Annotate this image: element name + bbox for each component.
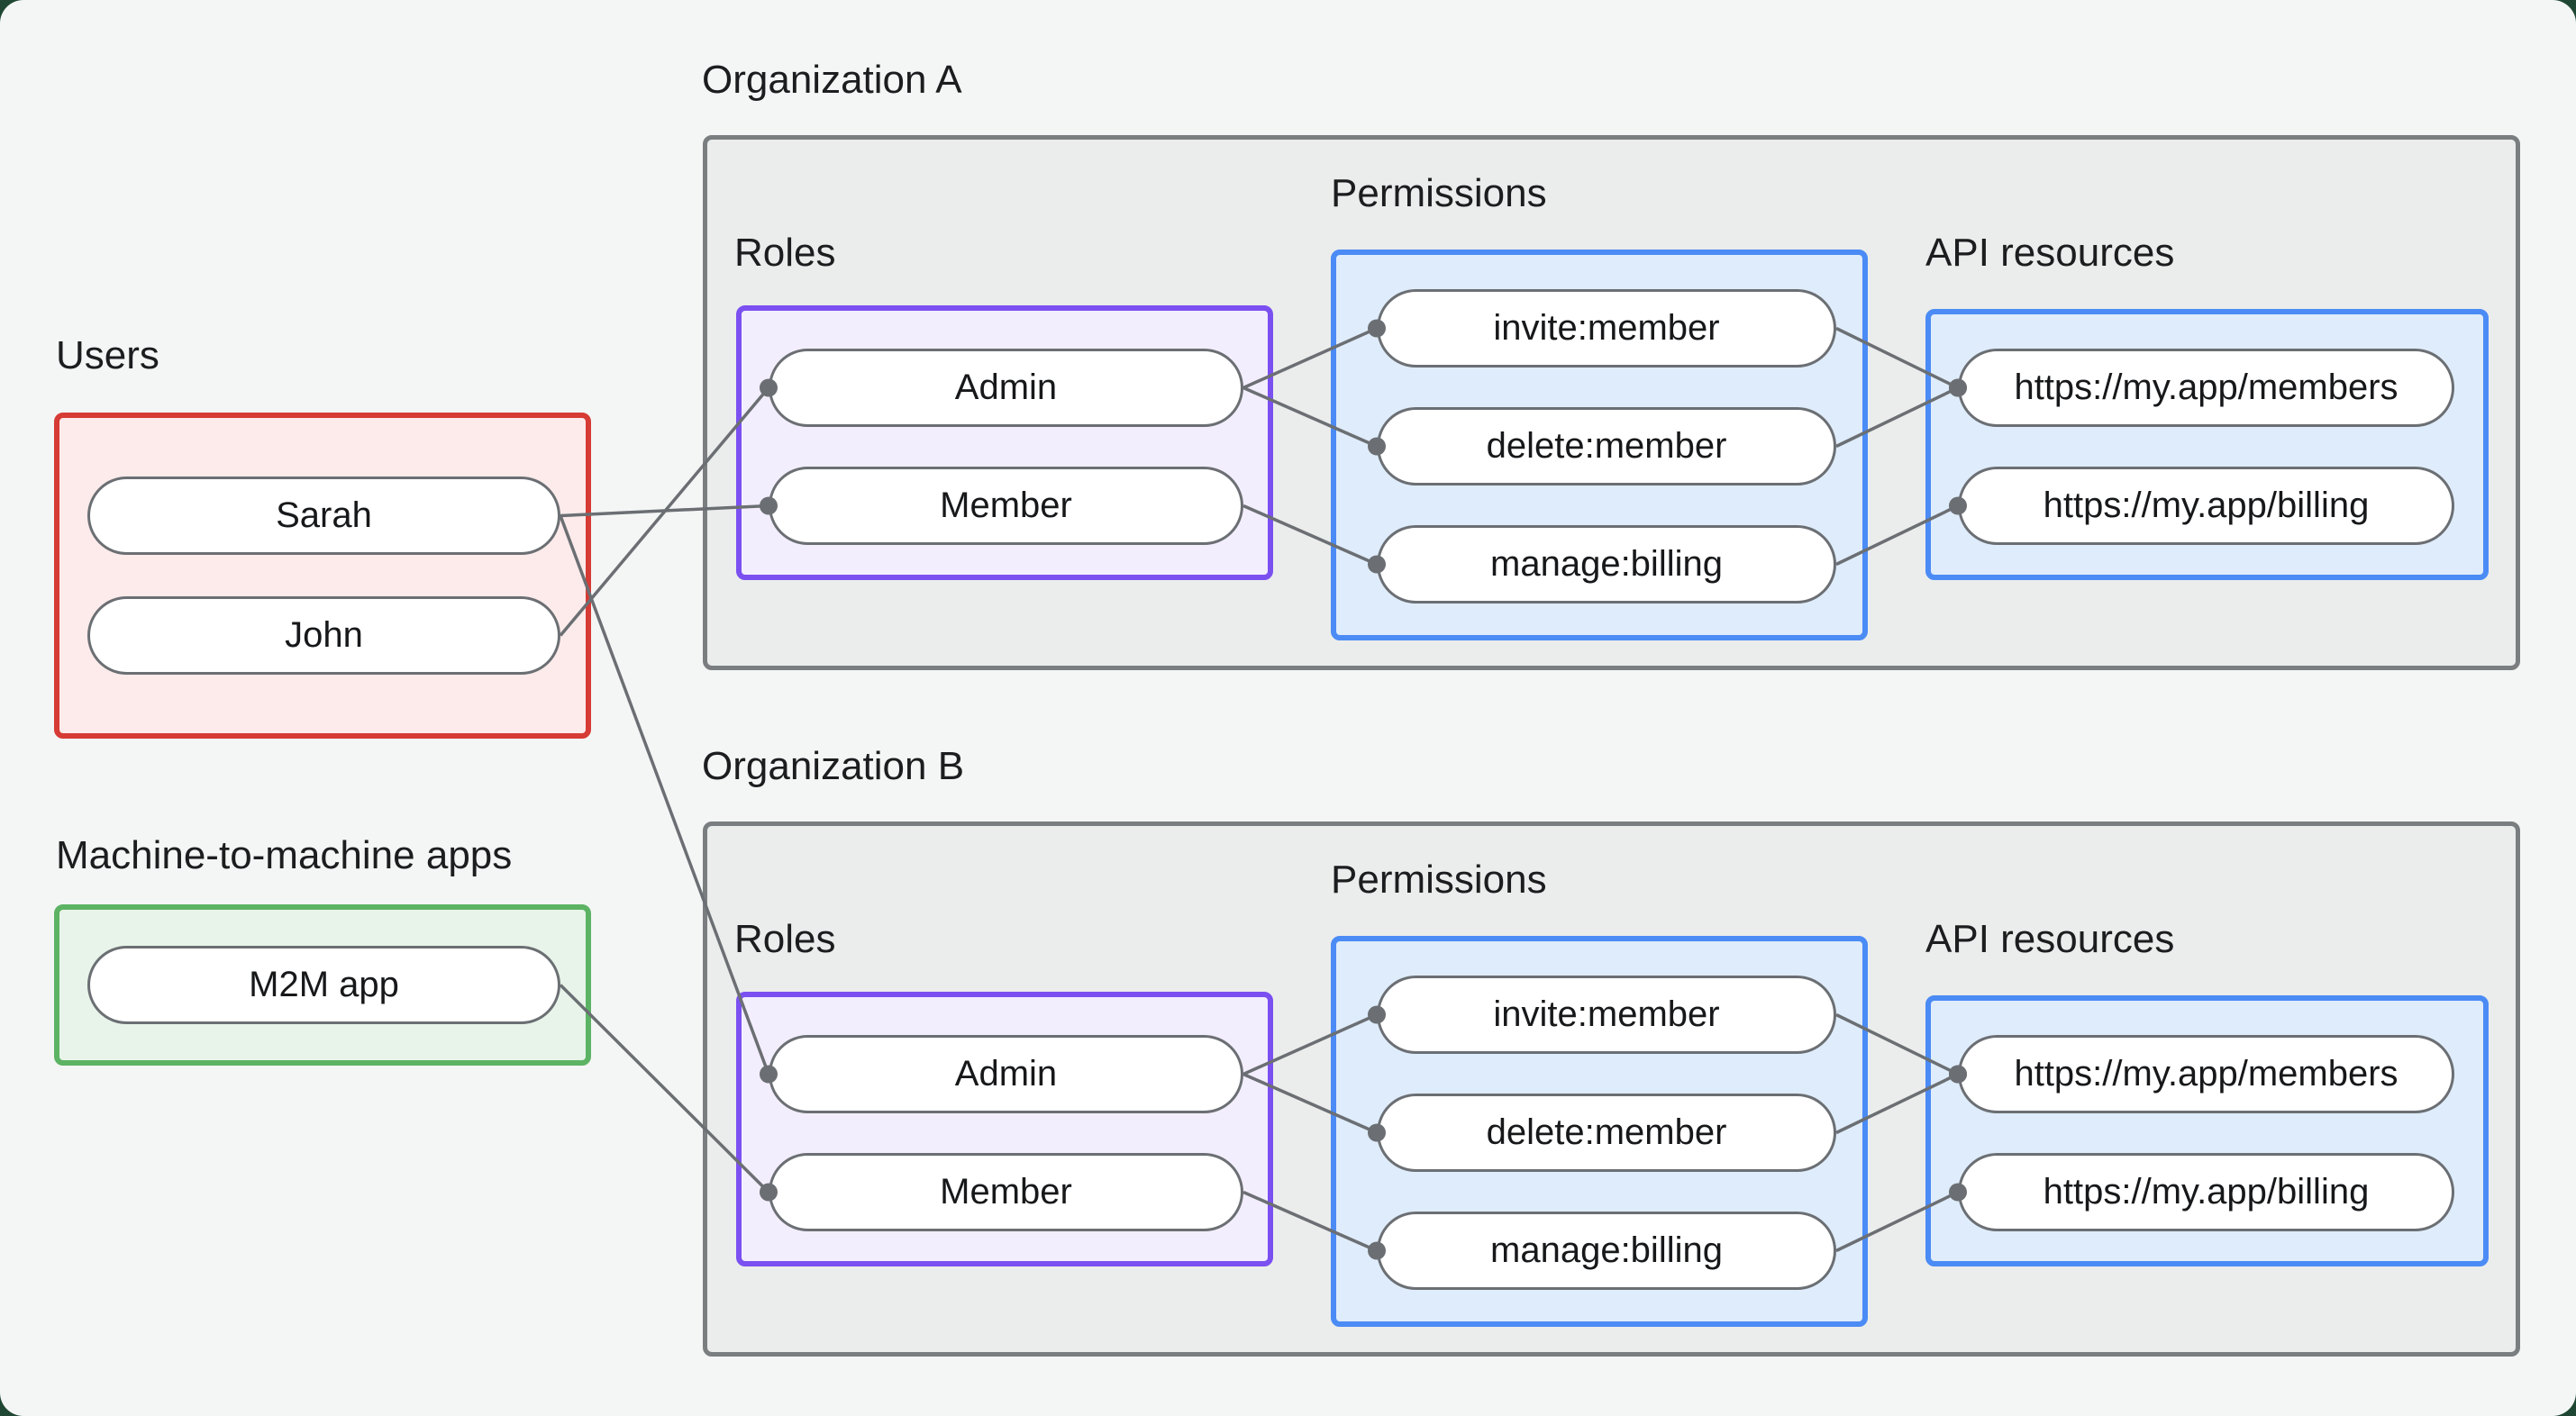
node-org-a-permission-delete-member: delete:member [1377, 407, 1836, 486]
node-user-sarah: Sarah [87, 477, 560, 555]
m2m-group-label: Machine-to-machine apps [56, 833, 513, 877]
node-label: Admin [954, 1054, 1058, 1094]
node-m2m-app: M2M app [87, 946, 560, 1024]
node-org-a-permission-invite-member: invite:member [1377, 289, 1836, 368]
node-label: John [285, 615, 363, 655]
node-org-b-permission-manage-billing: manage:billing [1377, 1212, 1836, 1290]
node-org-a-role-admin: Admin [769, 349, 1243, 427]
node-label: manage:billing [1490, 1230, 1723, 1270]
node-label: invite:member [1493, 308, 1720, 348]
node-org-b-api-members: https://my.app/members [1958, 1035, 2454, 1113]
node-org-b-role-admin: Admin [769, 1035, 1243, 1113]
node-label: https://my.app/members [2014, 1054, 2399, 1094]
org-a-roles-label: Roles [734, 231, 836, 275]
node-label: https://my.app/billing [2043, 486, 2370, 525]
node-label: https://my.app/billing [2043, 1172, 2370, 1212]
users-group-box [54, 413, 591, 739]
node-label: delete:member [1486, 426, 1727, 466]
node-org-a-api-billing: https://my.app/billing [1958, 467, 2454, 545]
node-label: Member [940, 486, 1072, 525]
node-org-a-api-members: https://my.app/members [1958, 349, 2454, 427]
org-b-roles-label: Roles [734, 917, 836, 961]
org-b-permissions-label: Permissions [1331, 858, 1547, 902]
org-b-title: Organization B [702, 744, 965, 788]
node-label: manage:billing [1490, 544, 1723, 584]
node-org-b-role-member: Member [769, 1153, 1243, 1231]
node-label: Sarah [276, 495, 372, 535]
node-user-john: John [87, 596, 560, 675]
node-label: Admin [954, 368, 1058, 407]
node-org-b-api-billing: https://my.app/billing [1958, 1153, 2454, 1231]
node-org-a-role-member: Member [769, 467, 1243, 545]
node-label: https://my.app/members [2014, 368, 2399, 407]
node-label: invite:member [1493, 994, 1720, 1034]
users-group-label: Users [56, 333, 159, 377]
org-a-title: Organization A [702, 58, 962, 102]
node-org-b-permission-invite-member: invite:member [1377, 976, 1836, 1054]
node-org-a-permission-manage-billing: manage:billing [1377, 525, 1836, 604]
node-label: Member [940, 1172, 1072, 1212]
node-label: delete:member [1486, 1112, 1727, 1152]
node-org-b-permission-delete-member: delete:member [1377, 1094, 1836, 1172]
org-a-api-resources-label: API resources [1925, 231, 2175, 275]
node-label: M2M app [249, 965, 399, 1004]
org-a-permissions-label: Permissions [1331, 171, 1547, 215]
org-b-api-resources-label: API resources [1925, 917, 2175, 961]
